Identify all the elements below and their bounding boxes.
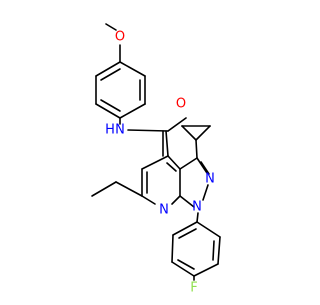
amide-linkage <box>119 117 187 157</box>
amide-nh-label: N H <box>105 123 125 138</box>
carbonyl-oxygen-text: O <box>176 97 186 112</box>
ethyl-group <box>91 181 143 197</box>
carbonyl-oxygen-label: O <box>176 97 186 112</box>
pyridine-ring <box>141 155 181 205</box>
pyrazole-n2-label: N <box>205 172 215 187</box>
methoxy-group <box>105 23 121 63</box>
fluorophenyl-ring <box>171 212 221 281</box>
amide-h-text: H <box>105 123 115 138</box>
pyridine-n-label: N <box>159 203 169 218</box>
pyrazole-n1-text: N <box>192 200 202 215</box>
fluorine-text: F <box>190 281 197 296</box>
pyrazole-n2-text: N <box>205 172 215 187</box>
pyrazole-ring <box>179 157 210 208</box>
pyrazole-n1-label: N <box>192 200 202 215</box>
molecule-structure: O N H O N N N F <box>91 23 221 296</box>
structure-canvas: O N H O N N N F <box>91 23 221 296</box>
pyridine-n-text: N <box>159 203 169 218</box>
fluorine-label: F <box>190 281 197 296</box>
methoxyphenyl-ring <box>95 61 146 119</box>
amide-n-text: N <box>115 123 125 138</box>
methoxy-oxygen-label: O <box>115 30 125 45</box>
cyclopropyl-group <box>181 125 211 159</box>
methoxy-oxygen-text: O <box>115 30 125 45</box>
